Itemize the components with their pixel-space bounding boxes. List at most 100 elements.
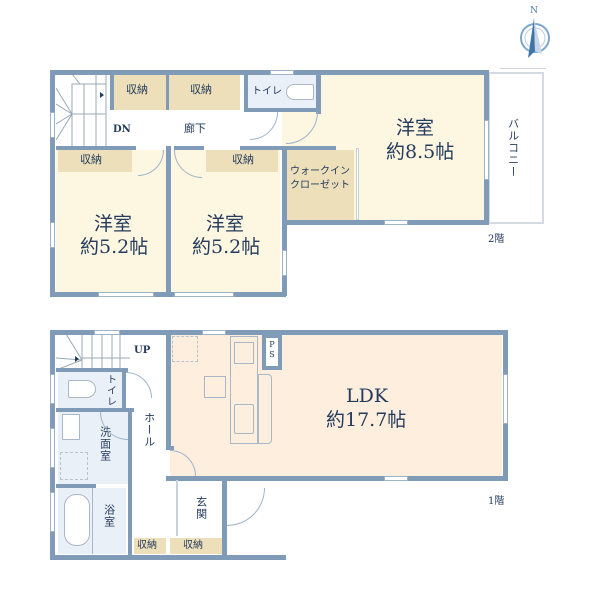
bedroom-1-name: 洋室 xyxy=(94,213,133,235)
walk-in-closet-label-line1: ウォークイン xyxy=(290,166,350,177)
pipe-space-label: PS xyxy=(269,340,275,359)
window xyxy=(50,428,55,468)
window xyxy=(94,330,120,335)
wall xyxy=(166,330,171,450)
bedroom-2-name: 洋室 xyxy=(206,213,245,235)
wall xyxy=(56,408,134,412)
wall xyxy=(50,70,488,75)
hall xyxy=(132,336,168,556)
toilet-fixture-icon xyxy=(68,380,96,398)
window xyxy=(50,374,55,404)
stove-icon xyxy=(234,342,254,364)
north-arrow-compass-icon xyxy=(520,18,550,58)
north-divider xyxy=(500,68,546,69)
bathroom-label: 浴室 xyxy=(102,504,116,528)
wall xyxy=(282,146,287,296)
wall xyxy=(174,146,204,150)
compass-north-label: N xyxy=(530,6,538,16)
bath-divider xyxy=(92,488,93,554)
front-door-swing[interactable] xyxy=(227,488,265,526)
hall-label: ホール xyxy=(142,412,156,448)
storage-room-1[interactable] xyxy=(58,150,132,172)
master-bedroom-size: 約8.5帖 xyxy=(386,141,455,163)
balcony-label: バルコニー xyxy=(506,118,520,178)
window xyxy=(282,250,287,276)
storage-top-1-label: 収納 xyxy=(126,83,148,96)
wall xyxy=(128,412,132,560)
wall xyxy=(166,146,171,296)
window xyxy=(98,292,154,297)
wall xyxy=(176,480,178,536)
hallway-2f-label: 廊下 xyxy=(184,122,206,135)
ldk xyxy=(170,334,502,476)
washing-machine-icon xyxy=(60,452,88,480)
kitchen-sink-icon xyxy=(234,404,254,434)
storage-top-2[interactable] xyxy=(168,74,240,110)
walk-in-closet-label-line2: クローゼット xyxy=(290,180,350,191)
window xyxy=(50,112,55,138)
window xyxy=(50,222,55,248)
stairs-dn-label: DN xyxy=(113,124,131,135)
storage-1f-1-label: 収納 xyxy=(137,540,157,551)
window xyxy=(174,292,234,297)
wall xyxy=(244,108,320,112)
floor-2-plan: バルコニー DN 収納 収納 トイレ ウォークイン クローゼット 洋室 約8.5… xyxy=(50,70,544,297)
stairs-2f[interactable] xyxy=(55,73,110,150)
closet-partition xyxy=(356,148,359,220)
window xyxy=(50,492,55,532)
refrigerator-space-icon xyxy=(172,336,198,362)
stairs-1f[interactable] xyxy=(55,333,130,371)
wall xyxy=(50,555,286,560)
ldk-size: 約17.7帖 xyxy=(326,409,407,431)
entrance[interactable] xyxy=(180,484,224,540)
entrance-label: 玄関 xyxy=(194,496,208,520)
wall xyxy=(222,480,227,560)
storage-room-2[interactable] xyxy=(206,150,278,172)
toilet-2f-label: トイレ xyxy=(252,86,282,97)
stairs-icon xyxy=(55,333,130,371)
floor-1-label: 1階 xyxy=(488,496,505,507)
wall xyxy=(122,372,126,408)
wall xyxy=(50,330,508,335)
wall xyxy=(244,74,248,110)
wall xyxy=(316,70,321,114)
sink-icon xyxy=(62,414,80,440)
kitchen-island-edge xyxy=(258,374,272,444)
walk-in-closet[interactable] xyxy=(286,150,354,220)
compass: N xyxy=(518,6,554,58)
bedroom-2-size: 約5.2帖 xyxy=(192,236,261,258)
storage-top-2-label: 収納 xyxy=(190,83,212,96)
window xyxy=(503,374,508,424)
wall xyxy=(50,70,55,296)
toilet-fixture-icon xyxy=(286,84,314,100)
pipe-space xyxy=(262,334,282,370)
window xyxy=(384,220,408,225)
storage-1f-2[interactable] xyxy=(170,538,222,554)
stairs-icon xyxy=(55,73,107,150)
master-bedroom-name: 洋室 xyxy=(396,117,435,139)
wall xyxy=(56,484,96,488)
washroom-label: 洗面室 xyxy=(98,426,112,462)
toilet-1f-label: トイレ xyxy=(104,374,116,407)
wall xyxy=(166,446,174,450)
wall xyxy=(110,74,114,110)
wall xyxy=(56,146,136,150)
storage-1f-1[interactable] xyxy=(134,538,166,554)
window xyxy=(270,70,294,75)
wall xyxy=(166,74,169,110)
wall xyxy=(222,555,286,560)
storage-top-1[interactable] xyxy=(114,74,166,110)
window xyxy=(202,330,226,335)
wall xyxy=(166,476,508,481)
storage-1f-2-label: 収納 xyxy=(183,540,203,551)
stairs-up-label: UP xyxy=(134,345,151,356)
ldk-name: LDK xyxy=(346,385,389,407)
floor-2-label: 2階 xyxy=(488,234,505,245)
kitchen-counter xyxy=(230,336,258,444)
window xyxy=(484,120,489,180)
wall xyxy=(56,368,128,372)
window xyxy=(384,476,408,481)
storage-room-1-label: 収納 xyxy=(80,153,102,166)
ceiling-vent-icon xyxy=(204,376,226,398)
